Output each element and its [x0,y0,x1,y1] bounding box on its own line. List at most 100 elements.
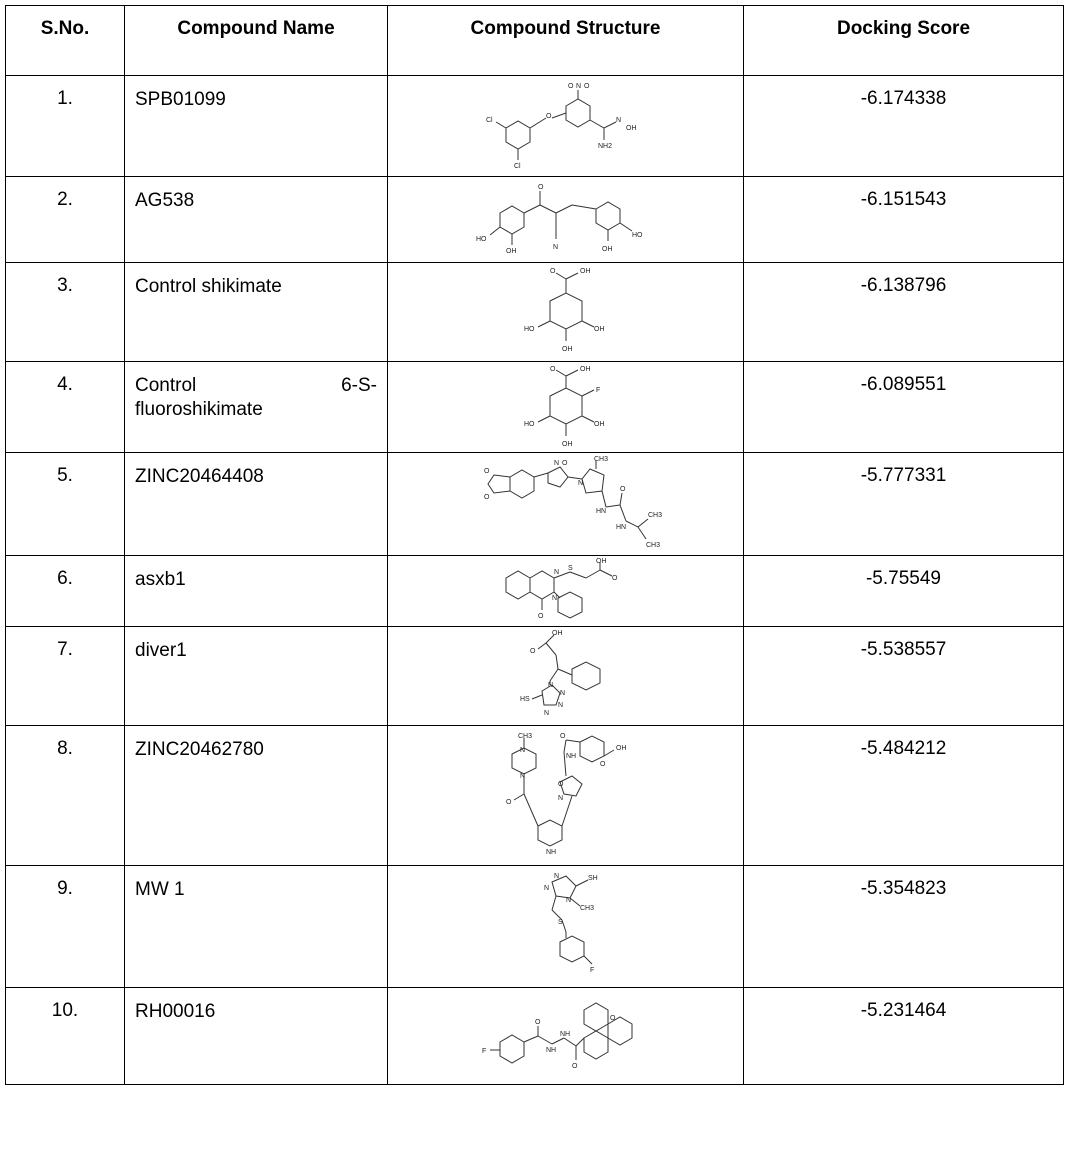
table-row: 5. ZINC20464408 N O CH3 N O O HN O [5,452,1064,556]
row-compound-name: ZINC20464408 [124,452,388,556]
svg-text:OH: OH [580,366,591,373]
svg-text:OH: OH [552,630,563,637]
svg-text:F: F [590,967,594,974]
svg-text:NH: NH [546,849,556,856]
row-compound-name: diver1 [124,626,388,726]
row-compound-structure: O OH F HO OH OH [387,361,744,453]
table-row: 4. Control 6-S- fluoroshikimate O OH F H… [5,361,1064,453]
row-docking-score: -6.151543 [743,176,1064,263]
svg-text:OH: OH [616,745,627,752]
structure-zinc20464408-image: N O CH3 N O O HN O HN CH3 CH3 [484,456,662,549]
header-row: S.No. Compound Name Compound Structure D… [5,5,1064,76]
header-sno: S.No. [5,5,125,76]
svg-text:S: S [568,565,573,572]
svg-text:O: O [600,761,606,768]
svg-text:NH2: NH2 [598,143,612,150]
svg-text:HO: HO [524,421,535,428]
structure-zinc20462780-image: CH3 N O NH OH O N O N O NH [506,733,627,856]
row-sno: 7. [5,626,125,726]
svg-text:OH: OH [562,346,573,353]
svg-text:OH: OH [580,268,591,275]
row-compound-name: SPB01099 [124,75,388,177]
row-docking-score: -5.75549 [743,555,1064,627]
svg-text:OH: OH [602,246,613,253]
table-row: 2. AG538 O HO OH N HO OH -6.151543 [5,176,1064,263]
table-row: 6. asxb1 N S OH O N O -5.75549 [5,555,1064,627]
svg-text:N: N [566,897,571,904]
header-compound-name: Compound Name [124,5,388,76]
table-row: 7. diver1 OH O N HS N N N -5.538557 [5,626,1064,726]
structure-rh00016-image: F O NH NH O O [482,1002,632,1070]
svg-text:O: O [484,468,490,475]
svg-text:OH: OH [562,441,573,448]
structure-diver1-image: OH O N HS N N N [520,630,600,717]
row-compound-name: Control shikimate [124,262,388,362]
svg-text:NH: NH [546,1047,556,1054]
row-compound-structure: O HO OH N HO OH [387,176,744,263]
svg-text:O: O [484,494,490,501]
svg-text:N: N [558,795,563,802]
svg-text:O: O [620,486,626,493]
row-sno: 8. [5,725,125,866]
table-row: 8. ZINC20462780 CH3 N O NH OH O N O [5,725,1064,866]
svg-text:O: O [562,460,568,467]
svg-text:O: O [584,83,590,90]
row-compound-name: ZINC20462780 [124,725,388,866]
svg-text:OH: OH [506,248,517,255]
row-sno: 5. [5,452,125,556]
svg-text:O: O [506,799,512,806]
svg-text:N: N [544,710,549,717]
structure-ag538-image: O HO OH N HO OH [476,184,643,255]
svg-text:CH3: CH3 [648,512,662,519]
svg-text:CH3: CH3 [580,905,594,912]
svg-text:F: F [596,387,600,394]
svg-text:O: O [612,575,618,582]
svg-text:N: N [616,117,621,124]
row-docking-score: -6.089551 [743,361,1064,453]
row-docking-score: -5.484212 [743,725,1064,866]
svg-text:HO: HO [524,326,535,333]
row-compound-structure: O N O Cl O Cl N OH NH2 [387,75,744,177]
row-sno: 9. [5,865,125,988]
svg-text:N: N [554,569,559,576]
svg-text:N: N [554,873,559,880]
row-sno: 1. [5,75,125,177]
row-docking-score: -6.174338 [743,75,1064,177]
svg-text:NH: NH [560,1031,570,1038]
row-sno: 10. [5,987,125,1085]
structure-shikimate-image: O OH HO OH OH [524,268,605,353]
row-compound-structure: N N SH N CH3 S F [387,865,744,988]
compound-name-part: Control [135,375,197,396]
header-docking-score: Docking Score [743,5,1064,76]
svg-text:SH: SH [588,875,598,882]
svg-text:O: O [546,113,552,120]
row-compound-name: asxb1 [124,555,388,627]
svg-text:N: N [520,773,525,780]
svg-text:N: N [578,480,583,487]
svg-text:O: O [535,1019,541,1026]
docking-results-table: S.No. Compound Name Compound Structure D… [5,5,1064,1085]
svg-text:CH3: CH3 [646,542,660,549]
svg-text:O: O [538,184,544,191]
row-compound-structure: N S OH O N O [387,555,744,627]
row-compound-name: RH00016 [124,987,388,1085]
row-docking-score: -5.231464 [743,987,1064,1085]
svg-text:F: F [482,1048,486,1055]
row-compound-structure: CH3 N O NH OH O N O N O NH [387,725,744,866]
svg-text:HO: HO [632,232,643,239]
table-row: 3. Control shikimate O OH HO OH OH -6.13… [5,262,1064,362]
row-sno: 6. [5,555,125,627]
table-row: 10. RH00016 F O NH NH O O -5.231464 [5,987,1064,1085]
row-sno: 3. [5,262,125,362]
svg-text:N: N [544,885,549,892]
row-compound-structure: N O CH3 N O O HN O HN CH3 CH3 [387,452,744,556]
row-compound-name: AG538 [124,176,388,263]
svg-text:NH: NH [566,753,576,760]
svg-text:OH: OH [594,421,605,428]
svg-text:N: N [552,595,557,602]
compound-name-part: 6-S- [341,375,377,396]
svg-text:CH3: CH3 [594,456,608,463]
header-compound-structure: Compound Structure [387,5,744,76]
svg-text:O: O [560,733,566,740]
svg-text:N: N [553,244,558,251]
